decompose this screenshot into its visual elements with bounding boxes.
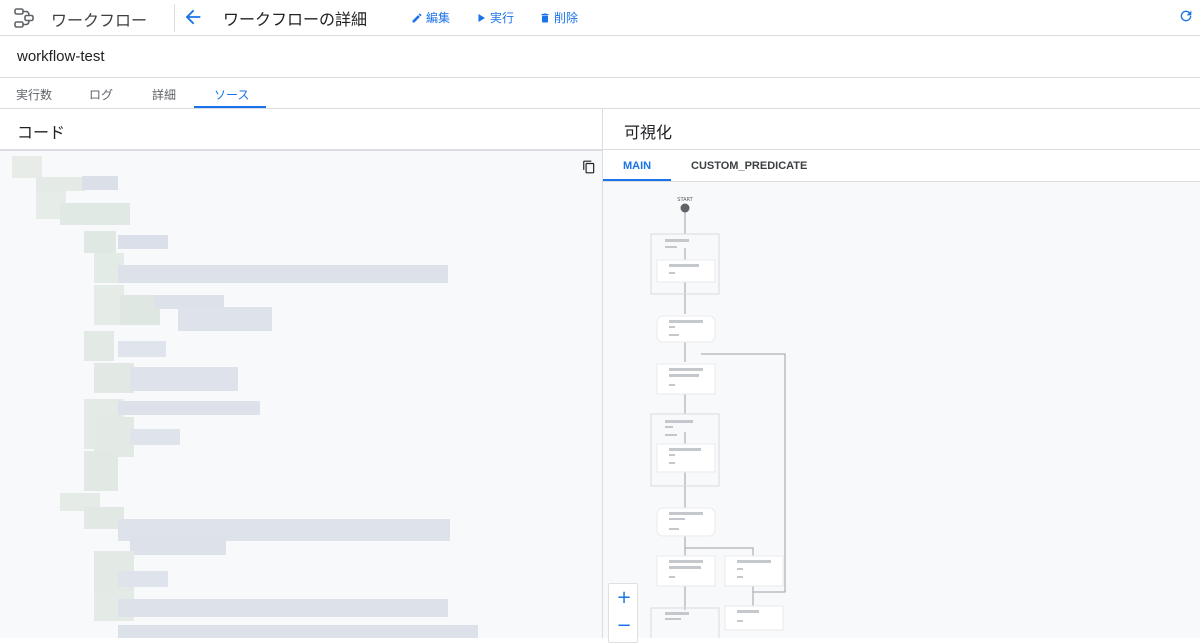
divider bbox=[603, 181, 1200, 182]
step-node[interactable] bbox=[656, 259, 716, 283]
start-label: START bbox=[677, 197, 693, 203]
step-node[interactable] bbox=[724, 605, 784, 631]
group-node[interactable] bbox=[650, 413, 720, 487]
group-node[interactable] bbox=[650, 607, 720, 638]
page-title: ワークフローの詳細 bbox=[223, 12, 368, 29]
trash-icon bbox=[541, 13, 549, 22]
switch-node[interactable] bbox=[656, 315, 716, 343]
delete-button[interactable]: 削除 bbox=[539, 9, 578, 26]
panel-divider bbox=[602, 109, 603, 638]
zoom-in-button[interactable]: + bbox=[616, 587, 632, 608]
divider bbox=[0, 108, 1200, 109]
active-viz-tab-indicator bbox=[603, 179, 671, 181]
step-node[interactable] bbox=[724, 555, 784, 587]
zoom-controls: + − bbox=[608, 583, 638, 643]
refresh-icon[interactable] bbox=[1178, 8, 1194, 24]
run-label: 実行 bbox=[490, 11, 515, 25]
viz-tab-custom-predicate[interactable]: CUSTOM_PREDICATE bbox=[691, 160, 808, 172]
back-arrow-icon[interactable] bbox=[182, 6, 204, 28]
visualization-panel-title: 可視化 bbox=[624, 125, 673, 142]
divider bbox=[0, 149, 602, 151]
app-title: ワークフロー bbox=[51, 13, 148, 30]
tab-bar: 実行数 ログ 詳細 ソース bbox=[0, 78, 1200, 108]
edit-button[interactable]: 編集 bbox=[411, 9, 450, 26]
edit-label: 編集 bbox=[426, 11, 451, 25]
header-divider bbox=[174, 4, 175, 32]
tab-logs[interactable]: ログ bbox=[89, 88, 114, 102]
delete-label: 削除 bbox=[554, 11, 579, 25]
tab-executions[interactable]: 実行数 bbox=[16, 88, 53, 102]
workflows-icon bbox=[14, 8, 34, 28]
tab-details[interactable]: 詳細 bbox=[152, 88, 177, 102]
group-node[interactable] bbox=[650, 233, 720, 295]
run-button[interactable]: 実行 bbox=[475, 9, 514, 26]
start-node bbox=[680, 203, 690, 213]
code-editor[interactable] bbox=[0, 151, 602, 638]
divider bbox=[0, 77, 1200, 78]
top-bar: ワークフロー ワークフローの詳細 編集 実行 削除 bbox=[0, 0, 1200, 36]
zoom-out-button[interactable]: − bbox=[616, 615, 632, 636]
pencil-icon bbox=[412, 12, 422, 22]
play-icon bbox=[478, 13, 485, 22]
code-panel-title: コード bbox=[17, 125, 66, 142]
workflow-graph-canvas: START bbox=[650, 197, 786, 638]
active-tab-indicator bbox=[194, 106, 266, 108]
workflow-name: workflow-test bbox=[17, 48, 105, 65]
divider bbox=[603, 149, 1200, 150]
viz-tab-main[interactable]: MAIN bbox=[623, 160, 652, 172]
copy-icon[interactable] bbox=[582, 160, 596, 174]
tab-source[interactable]: ソース bbox=[214, 88, 250, 102]
workflow-graph[interactable]: START bbox=[603, 182, 1200, 638]
